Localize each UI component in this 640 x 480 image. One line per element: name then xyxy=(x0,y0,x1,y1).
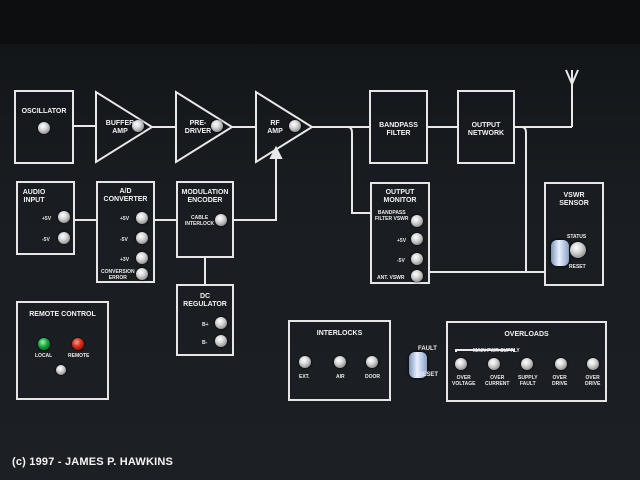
bandpass-filter-block: BANDPASS FILTER xyxy=(369,90,428,164)
pre-driver-lamp xyxy=(211,120,223,132)
pre-driver-label: PRE- DRIVER xyxy=(184,120,212,135)
fault-label: FAULT xyxy=(418,346,437,352)
rf-amp-label: RF AMP xyxy=(267,120,283,135)
cable-interlock-lamp xyxy=(215,214,227,226)
om-ant-vswr-lamp xyxy=(411,270,423,282)
remote-lamp xyxy=(72,338,84,350)
over-voltage-lamp xyxy=(455,358,467,370)
air-lamp xyxy=(334,356,346,368)
audio-p5-label: +5V xyxy=(42,216,52,222)
output-network-block: OUTPUT NETWORK xyxy=(457,90,515,164)
air-label: AIR xyxy=(336,374,345,380)
top-band xyxy=(0,0,640,44)
remote-toggle-switch[interactable] xyxy=(56,365,66,375)
overload-4-label: OVER DRIVE xyxy=(552,375,568,387)
audio-p5-lamp xyxy=(58,211,70,223)
ad-p3-label: +3V xyxy=(120,257,130,263)
buffer-amp-symbol xyxy=(95,90,154,164)
over-current-lamp xyxy=(488,358,500,370)
dc-bminus-label: B- xyxy=(202,340,208,346)
door-label: DOOR xyxy=(365,374,380,380)
oscillator-label: OSCILLATOR xyxy=(21,108,67,115)
om-ant-vswr-label: ANT. VSWR xyxy=(377,275,405,281)
om-m5-lamp xyxy=(411,253,423,265)
copyright-credit: (c) 1997 - JAMES P. HAWKINS xyxy=(12,456,174,468)
audio-m5-lamp xyxy=(58,232,70,244)
oscillator-block: OSCILLATOR xyxy=(14,90,74,164)
dc-regulator-label: DC REGULATOR xyxy=(183,293,227,308)
rf-amp-lamp xyxy=(289,120,301,132)
om-p5-label: +5V xyxy=(397,238,407,244)
overload-5-lamp xyxy=(587,358,599,370)
remote-control-label: REMOTE CONTROL xyxy=(29,311,96,318)
dc-bplus-label: B+ xyxy=(202,322,209,328)
audio-m5-label: -5V xyxy=(42,237,50,243)
vswr-reset-button[interactable] xyxy=(551,240,569,266)
vswr-status-label: STATUS xyxy=(567,234,587,240)
modulation-encoder-block: MODULATION ENCODER CABLE INTERLOCK xyxy=(176,181,234,258)
dc-bminus-lamp xyxy=(215,335,227,347)
supply-fault-label: SUPPLY FAULT xyxy=(518,375,538,387)
ad-converter-label: A/D CONVERTER xyxy=(103,188,148,203)
remote-label: REMOTE xyxy=(68,353,90,359)
fault-reset-label: RESET xyxy=(418,372,439,378)
vswr-sensor-label: VSWR SENSOR xyxy=(559,192,589,207)
om-m5-label: -5V xyxy=(397,258,405,264)
buffer-amp-lamp xyxy=(132,120,144,132)
buffer-amp-label: BUFFER AMP xyxy=(105,120,135,135)
cable-interlock-label: CABLE INTERLOCK xyxy=(185,215,215,227)
ext-lamp xyxy=(299,356,311,368)
om-p5-lamp xyxy=(411,233,423,245)
overloads-block: OVERLOADS MAIN PWR SUPPLY OVER VOLTAGE O… xyxy=(446,321,607,402)
door-lamp xyxy=(366,356,378,368)
overload-4-lamp xyxy=(555,358,567,370)
vswr-reset-label: RESET xyxy=(569,264,586,270)
vswr-sensor-block: VSWR SENSOR STATUS RESET xyxy=(544,182,604,286)
ad-p5-lamp xyxy=(136,212,148,224)
audio-input-label: AUDIO INPUT xyxy=(22,189,46,204)
interlocks-label: INTERLOCKS xyxy=(316,330,363,337)
main-pwr-supply-label: MAIN PWR SUPPLY xyxy=(473,348,520,354)
vswr-status-lamp xyxy=(570,242,586,258)
ad-conversion-error-label: CONVERSION ERROR xyxy=(101,269,135,281)
oscillator-lamp xyxy=(38,122,50,134)
output-monitor-block: OUTPUT MONITOR BANDPASS FILTER VSWR +5V … xyxy=(370,182,430,284)
over-current-label: OVER CURRENT xyxy=(485,375,510,387)
overload-5-label: OVER DRIVE xyxy=(585,375,601,387)
dc-bplus-lamp xyxy=(215,317,227,329)
ad-m5-label: -5V xyxy=(120,237,128,243)
dc-regulator-block: DC REGULATOR B+ B- xyxy=(176,284,234,356)
supply-fault-lamp xyxy=(521,358,533,370)
ext-label: EXT. xyxy=(299,374,310,380)
fault-reset-button[interactable] xyxy=(409,352,427,378)
local-label: LOCAL xyxy=(35,353,53,359)
ad-p5-label: +5V xyxy=(120,216,130,222)
bandpass-filter-label: BANDPASS FILTER xyxy=(379,122,418,137)
ad-converter-block: A/D CONVERTER +5V -5V +3V CONVERSION ERR… xyxy=(96,181,155,283)
ad-conversion-error-lamp xyxy=(136,268,148,280)
interlocks-block: INTERLOCKS EXT. AIR DOOR xyxy=(288,320,391,401)
local-lamp xyxy=(38,338,50,350)
audio-input-block: AUDIO INPUT +5V -5V xyxy=(16,181,75,255)
ad-m5-lamp xyxy=(136,232,148,244)
modulation-encoder-label: MODULATION ENCODER xyxy=(181,189,229,204)
pre-driver-symbol xyxy=(175,90,234,164)
over-voltage-label: OVER VOLTAGE xyxy=(452,375,476,387)
overloads-label: OVERLOADS xyxy=(504,331,549,338)
rf-amp-symbol xyxy=(255,90,314,164)
output-monitor-label: OUTPUT MONITOR xyxy=(383,189,417,204)
output-network-label: OUTPUT NETWORK xyxy=(467,122,505,137)
remote-control-block: REMOTE CONTROL LOCAL REMOTE xyxy=(16,301,109,400)
om-bandpass-vswr-label: BANDPASS FILTER VSWR xyxy=(375,210,409,222)
om-bandpass-vswr-lamp xyxy=(411,215,423,227)
ad-p3-lamp xyxy=(136,252,148,264)
